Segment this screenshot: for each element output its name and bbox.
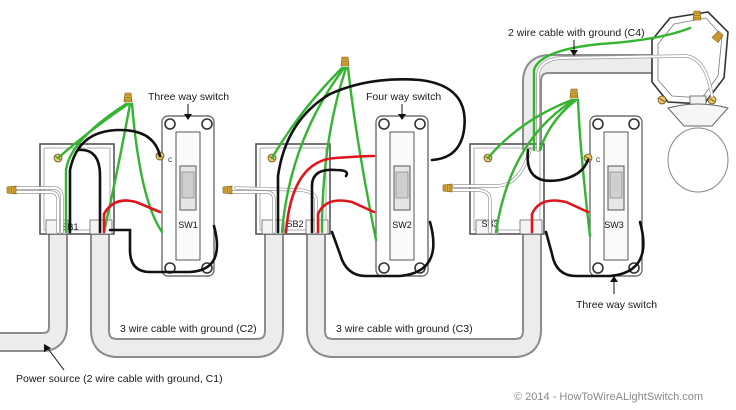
conduit-c3 <box>306 228 542 358</box>
ground-nut-3 <box>569 88 579 99</box>
svg-text:Three way switch: Three way switch <box>576 299 657 311</box>
svg-text:3 wire cable with ground (C3): 3 wire cable with ground (C3) <box>336 323 473 335</box>
svg-text:Three way switch: Three way switch <box>148 91 229 103</box>
svg-text:Power source (2 wire cable wit: Power source (2 wire cable with ground, … <box>16 373 223 385</box>
label-three-way-switch-bottom: Three way switch <box>576 276 657 311</box>
sb2-label: SB2 <box>286 219 303 229</box>
four-way-switch-sw2: SW2 <box>375 115 429 277</box>
label-cable-c4: 2 wire cable with ground (C4) <box>508 27 645 56</box>
sw2-label: SW2 <box>392 220 412 230</box>
sw3-label: SW3 <box>604 220 624 230</box>
svg-text:Four way switch: Four way switch <box>366 91 441 103</box>
sw3-common-terminal-label: C <box>596 158 601 164</box>
svg-text:3 wire cable with ground (C2): 3 wire cable with ground (C2) <box>120 323 257 335</box>
three-way-switch-sw1: SW1 C <box>155 115 215 277</box>
copyright-text: © 2014 - HowToWireALightSwitch.com <box>514 391 703 403</box>
label-cable-c3: 3 wire cable with ground (C3) <box>336 323 473 335</box>
neutral-nut-1 <box>6 185 17 195</box>
conduit-c2 <box>90 228 284 358</box>
light-fixture <box>651 10 729 193</box>
label-four-way-switch: Four way switch <box>366 91 441 120</box>
neutral-nut-2 <box>222 185 233 195</box>
wires-box3 <box>450 26 714 278</box>
wires-box1 <box>14 102 219 274</box>
label-cable-c2: 3 wire cable with ground (C2) <box>120 323 257 335</box>
sw1-label: SW1 <box>178 220 198 230</box>
neutral-nut-3 <box>442 183 453 193</box>
three-way-switch-sw3: SW3 C <box>583 115 643 277</box>
conduit-c4 <box>522 54 656 150</box>
conduit-c1 <box>0 228 68 352</box>
wires-box2 <box>230 66 466 278</box>
ground-nut-2 <box>340 56 350 67</box>
sw1-common-terminal-label: C <box>168 158 173 164</box>
label-power-source: Power source (2 wire cable with ground, … <box>16 344 223 385</box>
ground-nut-1 <box>123 92 133 103</box>
label-three-way-switch-top: Three way switch <box>148 91 229 120</box>
svg-text:2 wire cable with ground (C4): 2 wire cable with ground (C4) <box>508 27 645 39</box>
